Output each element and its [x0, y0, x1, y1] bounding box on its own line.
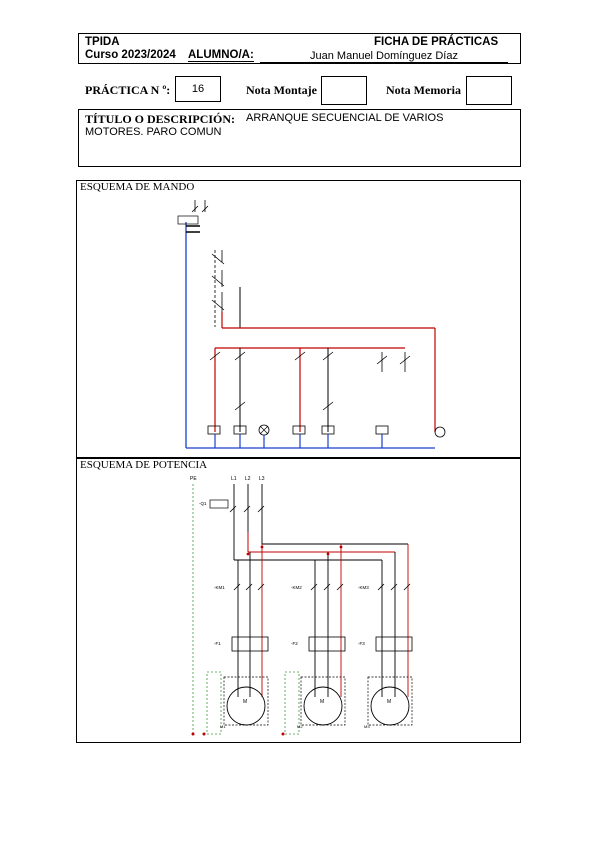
relay-label-f3: -F3	[358, 641, 365, 646]
practice-number-label: PRÁCTICA N º:	[85, 83, 171, 97]
relay-label-f1: -F1	[214, 641, 221, 646]
header-box	[78, 33, 521, 64]
control-scheme-label: ESQUEMA DE MANDO	[80, 181, 195, 193]
control-circuit-diagram	[177, 200, 446, 449]
report-grade-box	[466, 76, 512, 105]
supply-label-l2: L2	[245, 476, 251, 482]
assembly-grade-label: Nota Montaje	[246, 83, 317, 97]
motor-label-m3: M3	[364, 724, 370, 729]
description-label: TÍTULO O DESCRIPCIÓN:	[85, 112, 236, 126]
power-scheme-label: ESQUEMA DE POTENCIA	[80, 459, 208, 471]
contactor-label-km1: -KM1	[214, 585, 225, 590]
motor-symbol-3: M	[387, 699, 391, 705]
power-scheme-section	[76, 458, 521, 743]
motor-label-m2: M2	[297, 724, 303, 729]
breaker-label: -Q1	[199, 501, 207, 506]
control-scheme-section	[76, 180, 521, 458]
supply-label-l1: L1	[231, 476, 237, 482]
supply-label-pe: PE	[190, 476, 197, 482]
subject-label: TPIDA	[85, 36, 120, 48]
report-grade-label: Nota Memoria	[386, 83, 461, 97]
supply-label-l3: L3	[259, 476, 265, 482]
description-text-line1: ARRANQUE SECUENCIAL DE VARIOS	[246, 112, 444, 124]
motor-symbol-1: M	[243, 699, 247, 705]
contactor-label-km3: -KM3	[358, 585, 369, 590]
course-label: Curso 2023/2024	[85, 49, 176, 61]
motor-symbol-2: M	[320, 699, 324, 705]
sheet-title: FICHA DE PRÁCTICAS	[374, 36, 499, 48]
student-name: Juan Manuel Domínguez Díaz	[260, 50, 508, 63]
assembly-grade-box	[321, 76, 367, 105]
relay-label-f2: -F2	[291, 641, 298, 646]
description-box	[78, 109, 521, 167]
student-label: ALUMNO/A:	[188, 49, 254, 62]
practice-number-box: 16	[175, 76, 221, 102]
contactor-label-km2: -KM2	[291, 585, 302, 590]
motor-label-m1: M1	[220, 724, 226, 729]
description-text-line2: MOTORES. PARO COMUN	[85, 126, 222, 138]
power-circuit-diagram: PE L1 L2 L3 -Q1 -KM1 -KM2 -KM3 -F1 -F2 -…	[190, 476, 413, 736]
